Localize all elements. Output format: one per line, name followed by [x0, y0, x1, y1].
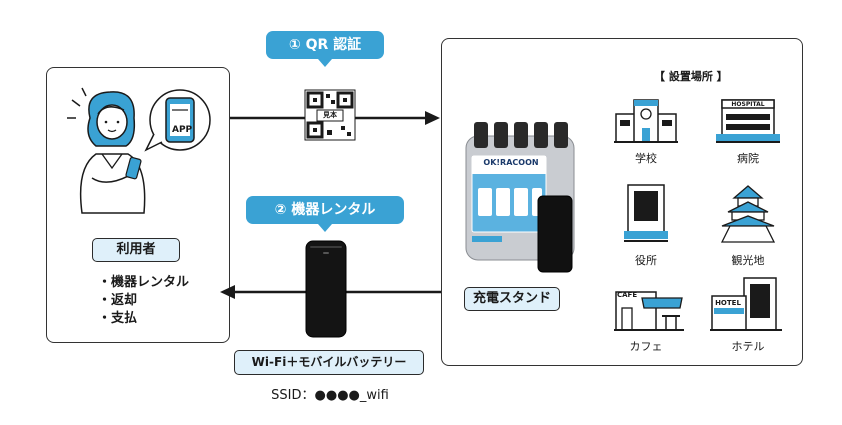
- castle-icon: [720, 185, 776, 243]
- hospital-icon: [716, 99, 780, 143]
- cafe-sign: CAFE: [617, 291, 638, 299]
- station-brand: OK!RACOON: [483, 158, 539, 167]
- qr-code-icon: [304, 89, 356, 141]
- location-tourist-spot: 観光地: [731, 254, 765, 267]
- school-icon: [614, 99, 678, 143]
- location-cafe: カフェ: [629, 340, 663, 353]
- hotel-sign: HOTEL: [715, 299, 741, 307]
- qr-sample-text: 見本: [323, 111, 337, 119]
- mobile-battery-icon: [305, 240, 347, 338]
- user-title: 利用者: [92, 238, 180, 262]
- station-label: 充電スタンド: [464, 287, 560, 311]
- location-office: 役所: [635, 254, 657, 267]
- action-return: ・返却: [98, 293, 138, 308]
- location-school: 学校: [635, 152, 657, 165]
- ssid-text: SSID：●●●●_wifi: [271, 388, 389, 403]
- action-rental: ・機器レンタル: [98, 275, 190, 290]
- location-hospital: 病院: [737, 152, 759, 165]
- charging-stand-icon: [465, 122, 575, 273]
- action-payment: ・支払: [98, 311, 138, 326]
- step-qr-auth-label: ① QR 認証: [288, 37, 362, 53]
- office-building-icon: [624, 184, 668, 242]
- app-label: APP: [172, 125, 193, 135]
- step-rental: ② 機器レンタル: [246, 196, 404, 232]
- location-hotel: ホテル: [731, 340, 765, 353]
- step-rental-label: ② 機器レンタル: [274, 202, 376, 218]
- device-label: Wi-Fi＋モバイルバッテリー: [234, 350, 424, 375]
- cafe-icon: [614, 291, 684, 331]
- hospital-sign: HOSPITAL: [731, 101, 765, 108]
- user-actions: ・機器レンタル ・返却 ・支払: [98, 274, 189, 328]
- locations-title: 【 設置場所 】: [654, 70, 728, 83]
- step-qr-auth: ① QR 認証: [266, 31, 384, 67]
- user-illustration: [67, 87, 211, 214]
- hotel-icon: [710, 277, 782, 331]
